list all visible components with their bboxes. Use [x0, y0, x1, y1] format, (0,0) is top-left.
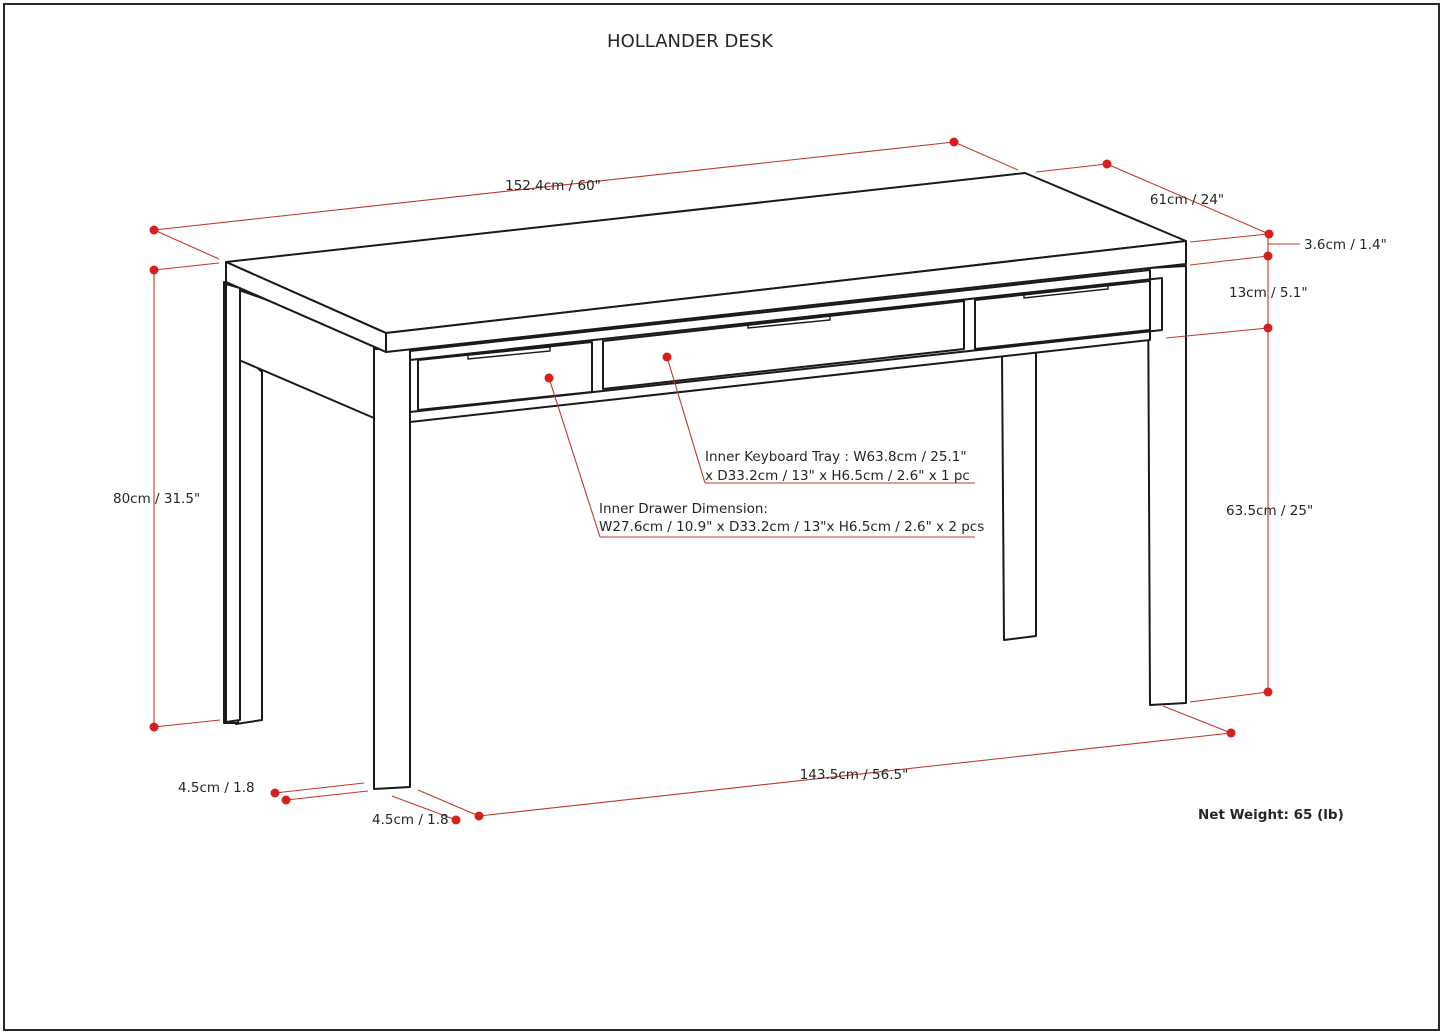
leg-clearance-label: 63.5cm / 25" — [1226, 503, 1313, 519]
leg-width-b-marker — [451, 815, 461, 825]
net-weight-label: Net Weight: 65 (lb) — [1198, 807, 1344, 823]
leg-clearance-bottom-marker — [1263, 687, 1273, 697]
leg-span-end-marker — [1226, 728, 1236, 738]
overall-height-top-marker — [149, 265, 159, 275]
diagram-frame — [3, 3, 1440, 1031]
top-width-start-marker — [149, 225, 159, 235]
top-depth-label: 61cm / 24" — [1150, 192, 1224, 208]
drawer-dimension-line-2: W27.6cm / 10.9" x D33.2cm / 13"x H6.5cm … — [599, 519, 984, 535]
drawer-dimension-line-1: Inner Drawer Dimension: — [599, 501, 768, 517]
front-right-leg — [1147, 265, 1187, 706]
desk-drawing — [223, 172, 1187, 790]
top-depth-start-marker — [1102, 159, 1112, 169]
leg-width-a-marker-2 — [281, 795, 291, 805]
keyboard-tray-line-2: x D33.2cm / 13" x H6.5cm / 2.6" x 1 pc — [705, 468, 970, 484]
leg-width-a-marker-1 — [270, 788, 280, 798]
top-width-end-marker — [949, 137, 959, 147]
top-width-label: 152.4cm / 60" — [505, 178, 601, 194]
center-drawer-handle — [747, 315, 831, 329]
leg-width-b-label: 4.5cm / 1.8 — [372, 812, 449, 828]
left-leg-front-face — [225, 283, 241, 723]
keyboard-tray-line-1: Inner Keyboard Tray : W63.8cm / 25.1" — [705, 449, 967, 465]
apron-height-label: 13cm / 5.1" — [1229, 285, 1308, 301]
top-thickness-label: 3.6cm / 1.4" — [1304, 237, 1387, 253]
center-keyboard-tray — [602, 300, 965, 390]
back-right-leg — [1001, 349, 1037, 641]
top-depth-end-marker — [1264, 229, 1274, 239]
front-left-leg — [373, 348, 411, 790]
right-drawer-handle — [1023, 284, 1109, 299]
dimension-lines — [149, 137, 1300, 825]
apron-height-top-marker — [1263, 251, 1273, 261]
leg-span-label: 143.5cm / 56.5" — [800, 767, 909, 783]
labels: HOLLANDER DESK 152.4cm / 60" 61cm / 24" … — [113, 31, 1387, 828]
leg-width-a-label: 4.5cm / 1.8 — [178, 780, 255, 796]
diagram-title: HOLLANDER DESK — [607, 31, 774, 52]
overall-height-bottom-marker — [149, 722, 159, 732]
keyboard-tray-leader-marker — [662, 352, 672, 362]
left-drawer-handle — [467, 346, 551, 360]
desk-top-left-edge — [225, 261, 387, 353]
leg-span-start-marker — [474, 811, 484, 821]
overall-height-label: 80cm / 31.5" — [113, 491, 200, 507]
drawer-leader-marker — [544, 373, 554, 383]
